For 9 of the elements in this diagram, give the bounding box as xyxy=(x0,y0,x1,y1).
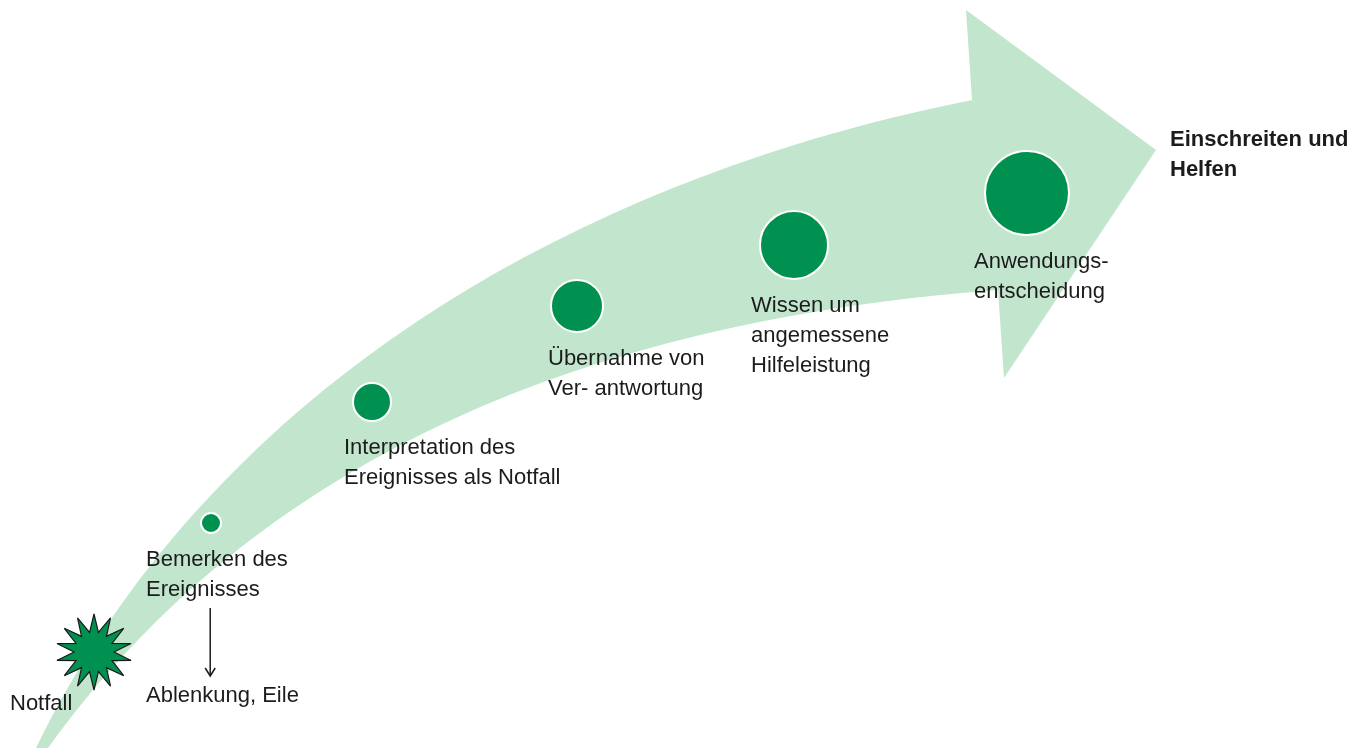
stage-label: Notfall xyxy=(10,689,73,717)
stage-label: Anwendungs- entscheidung xyxy=(974,247,1110,305)
stage-label: Wissen um angemessene Hilfeleistung xyxy=(751,291,891,379)
stage-label: Interpretation des Ereignisses als Notfall xyxy=(344,433,562,491)
stage-label: Ablenkung, Eile xyxy=(146,681,299,709)
arrow xyxy=(204,607,216,677)
outcome-label: Einschreiten und Helfen xyxy=(1170,125,1350,183)
stage-label: Bemerken des Ereignisses xyxy=(146,545,289,603)
stage-label: Übernahme von Ver- antwortung xyxy=(548,344,706,402)
